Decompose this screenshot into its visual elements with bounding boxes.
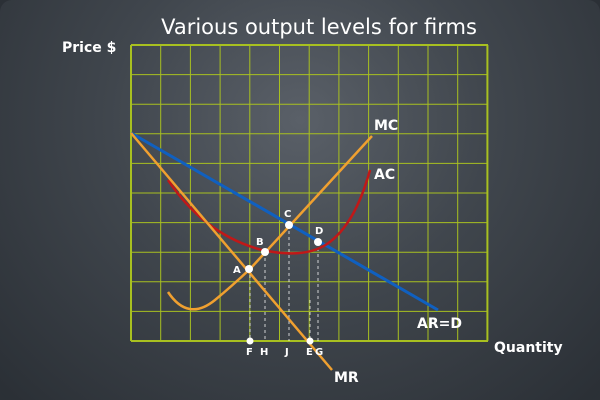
mc-curve bbox=[166, 135, 373, 311]
label-ar: AR=D bbox=[417, 316, 462, 332]
label-c: C bbox=[284, 209, 291, 220]
q-label-g: G bbox=[315, 347, 323, 358]
x-axis-label: Quantity bbox=[494, 340, 563, 356]
intersection-points bbox=[245, 221, 322, 345]
q-label-f: F bbox=[246, 347, 253, 358]
q-label-e: E bbox=[306, 347, 313, 358]
label-d: D bbox=[315, 226, 323, 237]
ar-demand-curve bbox=[130, 131, 439, 312]
point-e bbox=[306, 337, 314, 345]
point-a bbox=[245, 265, 253, 273]
chart-title: Various output levels for firms bbox=[161, 15, 477, 39]
label-mr: MR bbox=[334, 370, 359, 386]
point-d bbox=[314, 238, 322, 246]
label-ac: AC bbox=[374, 167, 395, 183]
point-b bbox=[261, 248, 269, 256]
q-label-h: H bbox=[260, 347, 268, 358]
mr-curve bbox=[130, 132, 333, 371]
q-label-j: J bbox=[284, 347, 289, 358]
y-axis-label: Price $ bbox=[62, 40, 116, 56]
label-b: B bbox=[256, 237, 264, 248]
point-c bbox=[285, 221, 293, 229]
label-mc: MC bbox=[374, 118, 398, 134]
label-a: A bbox=[233, 265, 241, 276]
grid bbox=[130, 44, 489, 342]
point-f bbox=[246, 337, 254, 345]
drop-lines bbox=[249, 225, 319, 341]
